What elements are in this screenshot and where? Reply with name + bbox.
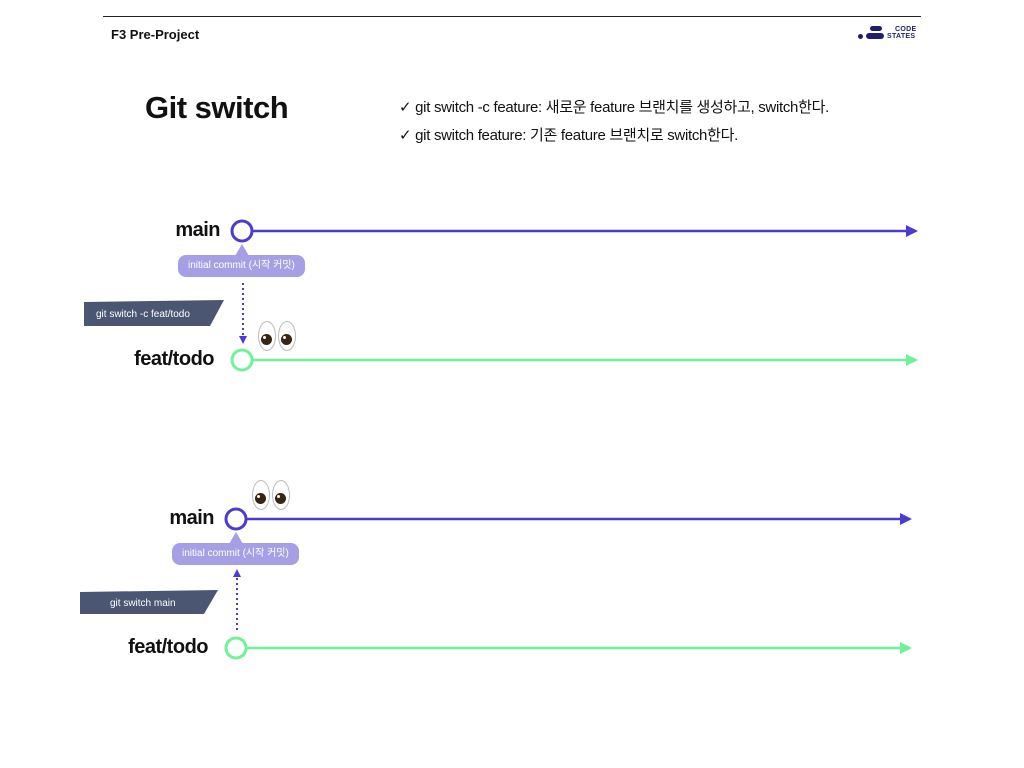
logo-word-states: STATES: [887, 33, 916, 40]
commit-tag-pointer-1: [235, 244, 249, 256]
feature-label-2: feat/todo: [128, 636, 208, 658]
eyes-emoji-icon: [250, 479, 294, 511]
main-commit-node-2: [224, 507, 248, 531]
codestates-logo-icon: CODE STATES: [858, 25, 922, 45]
command-tag-2: git switch main: [110, 598, 176, 609]
feature-commit-node-2: [224, 636, 248, 660]
main-commit-node-1: [230, 219, 254, 243]
command-tag-1: git switch -c feat/todo: [96, 309, 190, 320]
feature-commit-node-1: [230, 348, 254, 372]
slide-title: Git switch: [145, 90, 289, 125]
commit-tag-1: initial commit (시작 커밋): [178, 255, 305, 277]
commit-tag-2: initial commit (시작 커밋): [172, 543, 299, 565]
note-switch-create: ✓ git switch -c feature: 새로운 feature 브랜치…: [399, 99, 829, 116]
main-label-2: main: [169, 507, 214, 529]
header-rule: [103, 16, 921, 17]
note-switch-existing: ✓ git switch feature: 기존 feature 브랜치로 sw…: [399, 127, 738, 144]
feature-label-1: feat/todo: [134, 348, 214, 370]
command-bubble-1: [84, 300, 224, 326]
commit-tag-pointer-2: [229, 532, 243, 544]
header-label: F3 Pre-Project: [111, 27, 200, 42]
logo-word-code: CODE: [895, 26, 917, 33]
eyes-emoji-icon: [256, 320, 300, 352]
main-label-1: main: [175, 219, 220, 241]
command-bubble-2: [80, 590, 218, 614]
